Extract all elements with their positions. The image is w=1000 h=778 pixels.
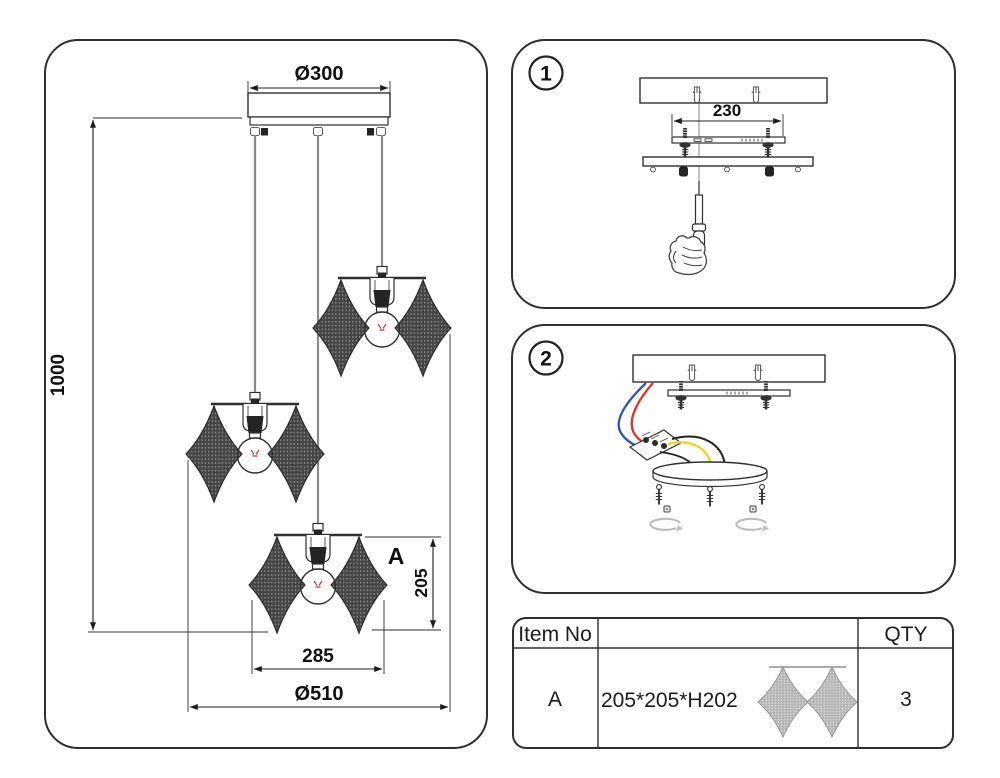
step2-badge-number: 2 bbox=[540, 348, 552, 371]
mounting-bracket bbox=[671, 127, 786, 157]
canopy-bar-step1 bbox=[642, 156, 814, 177]
screwdriver-collar bbox=[691, 223, 707, 232]
parts-table: Item No QTY A 205*205*H202 3 bbox=[512, 617, 954, 749]
dimension-canopy-width: Ø300 bbox=[247, 63, 391, 94]
dim-inner-span-label: 285 bbox=[302, 646, 334, 667]
step2-panel: 2 bbox=[511, 324, 956, 594]
ceiling-canopy-bar bbox=[247, 92, 391, 136]
wire-yellow bbox=[667, 441, 713, 466]
table-header-item: Item No bbox=[518, 623, 592, 646]
thumb-line bbox=[672, 250, 677, 264]
step1-badge-circle bbox=[528, 55, 564, 91]
cap-nut bbox=[663, 505, 671, 513]
dimension-drop-height: 1000 bbox=[48, 117, 268, 633]
dim-height-label: 1000 bbox=[48, 354, 69, 396]
shade-item-label: A bbox=[388, 543, 405, 569]
step1-panel-border bbox=[511, 39, 956, 309]
screwdriver-shaft bbox=[694, 194, 704, 225]
round-canopy-disk bbox=[649, 461, 771, 533]
main-panel-border bbox=[44, 39, 488, 749]
dimension-outer-span: Ø510 bbox=[187, 334, 451, 712]
table-cell-spec: 205*205*H202 bbox=[601, 689, 738, 712]
dimension-bracket-holes: 230 bbox=[671, 101, 784, 136]
dim-shade-height-label: 205 bbox=[411, 568, 431, 597]
dim-bracket-label: 230 bbox=[713, 101, 741, 120]
shade-thumbnail bbox=[757, 665, 858, 739]
cap-nut bbox=[749, 505, 757, 513]
step1-panel: 1 230 bbox=[511, 39, 956, 309]
hand-outline bbox=[668, 235, 708, 276]
hand-with-screwdriver bbox=[668, 181, 708, 276]
table-cell-item: A bbox=[548, 688, 562, 711]
dimension-shade-height: 205 bbox=[365, 536, 441, 631]
wire-black bbox=[671, 435, 726, 466]
dim-outer-span-label: Ø510 bbox=[295, 683, 344, 705]
step2-panel-border bbox=[511, 324, 956, 594]
step1-badge-number: 1 bbox=[540, 63, 552, 86]
table-header-qty: QTY bbox=[884, 623, 927, 646]
mounting-bracket-step2 bbox=[667, 380, 791, 410]
step2-badge-circle bbox=[528, 340, 564, 376]
main-diagram-panel: Ø300 1000 A 205 285 bbox=[44, 39, 488, 749]
ceiling-plate bbox=[639, 77, 828, 104]
dimension-inner-span: 285 bbox=[251, 600, 385, 674]
ceiling-plate-step2 bbox=[632, 354, 826, 383]
table-cell-qty: 3 bbox=[900, 688, 912, 711]
dim-canopy-label: Ø300 bbox=[295, 63, 344, 85]
finger-lines bbox=[681, 246, 703, 267]
